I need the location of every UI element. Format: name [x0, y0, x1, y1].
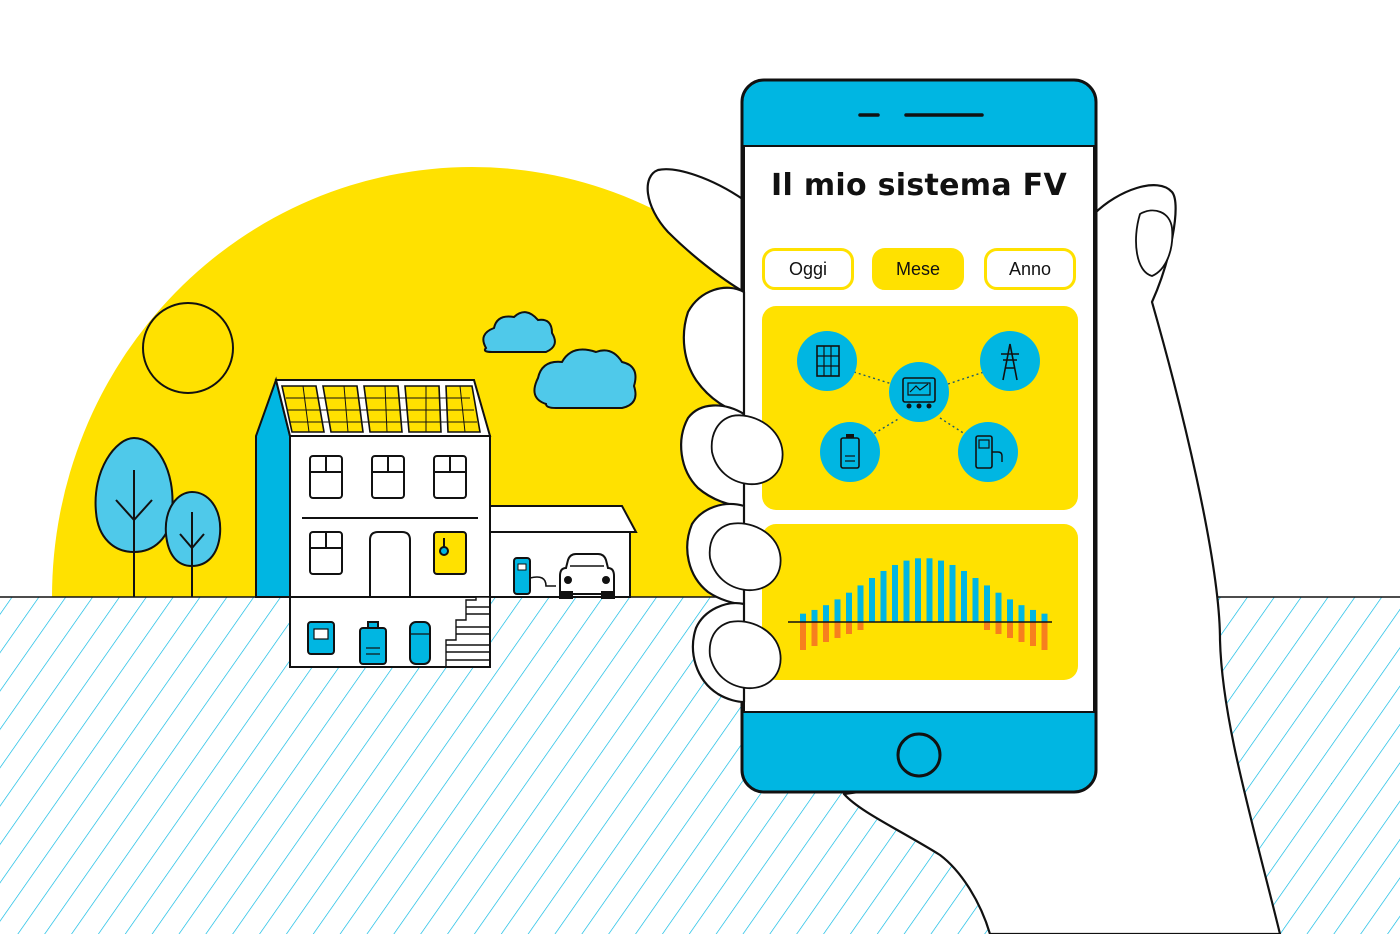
production-bar	[1007, 599, 1013, 622]
basement-battery-icon	[359, 621, 387, 665]
production-bar	[869, 577, 875, 622]
production-bar	[1018, 605, 1025, 622]
production-bar	[926, 558, 933, 622]
app-title: Il mio sistema FV	[771, 168, 1067, 203]
consumption-bar	[834, 622, 841, 638]
production-bar	[938, 560, 944, 622]
production-bar	[834, 599, 841, 622]
roof-solar-panels	[281, 385, 481, 433]
stairs	[445, 596, 490, 667]
consumption-bars	[800, 622, 1048, 650]
production-bar	[903, 560, 910, 622]
battery-icon	[820, 422, 880, 482]
production-bar	[880, 570, 887, 622]
production-bar	[1041, 613, 1048, 622]
consumption-bar	[811, 622, 818, 646]
inverter-icon	[889, 362, 949, 422]
production-bar	[1030, 609, 1036, 622]
tab-mese[interactable]: Mese	[872, 248, 964, 290]
production-bar	[949, 564, 956, 622]
grid-pylon-icon	[980, 331, 1040, 391]
production-bar	[972, 577, 979, 622]
production-chart-card	[762, 524, 1078, 680]
tree-small-icon	[164, 490, 222, 597]
production-bar	[961, 570, 967, 622]
consumption-bar	[800, 622, 806, 650]
ev-charger-icon	[958, 422, 1018, 482]
upper-windows	[309, 455, 467, 499]
thumb	[646, 168, 746, 294]
production-bar	[915, 558, 921, 622]
production-bar	[857, 585, 864, 622]
small-sun-icon	[142, 302, 234, 394]
basement-boiler-icon	[409, 621, 431, 665]
tab-oggi[interactable]: Oggi	[762, 248, 854, 290]
production-bar	[800, 613, 806, 622]
consumption-bar	[1007, 622, 1013, 638]
hand-palm	[842, 184, 1282, 934]
fingernails	[708, 414, 784, 689]
production-bar	[984, 585, 990, 622]
consumption-bar	[1030, 622, 1036, 646]
car-icon	[559, 553, 615, 599]
production-bar	[823, 605, 829, 622]
garage	[489, 505, 638, 599]
consumption-bar	[823, 622, 829, 642]
cloud-small-icon	[482, 311, 556, 353]
consumption-bar	[1018, 622, 1025, 642]
cloud-large-icon	[533, 348, 637, 409]
consumption-bar	[857, 622, 864, 630]
wallbox-icon	[513, 557, 556, 595]
home-button[interactable]	[896, 732, 942, 778]
consumption-bar	[995, 622, 1002, 634]
production-bar	[811, 609, 818, 622]
tree-large-icon	[94, 436, 174, 597]
house	[255, 376, 492, 668]
tab-anno[interactable]: Anno	[984, 248, 1076, 290]
production-bar	[892, 564, 898, 622]
consumption-bar	[984, 622, 990, 630]
production-bars	[800, 558, 1048, 622]
production-bar	[846, 592, 852, 622]
production-bar	[995, 592, 1002, 622]
consumption-bar	[846, 622, 852, 634]
solar-panel-icon	[797, 331, 857, 391]
basement-inverter-icon	[307, 621, 335, 655]
energy-flow-card	[762, 306, 1078, 510]
consumption-bar	[1041, 622, 1048, 650]
